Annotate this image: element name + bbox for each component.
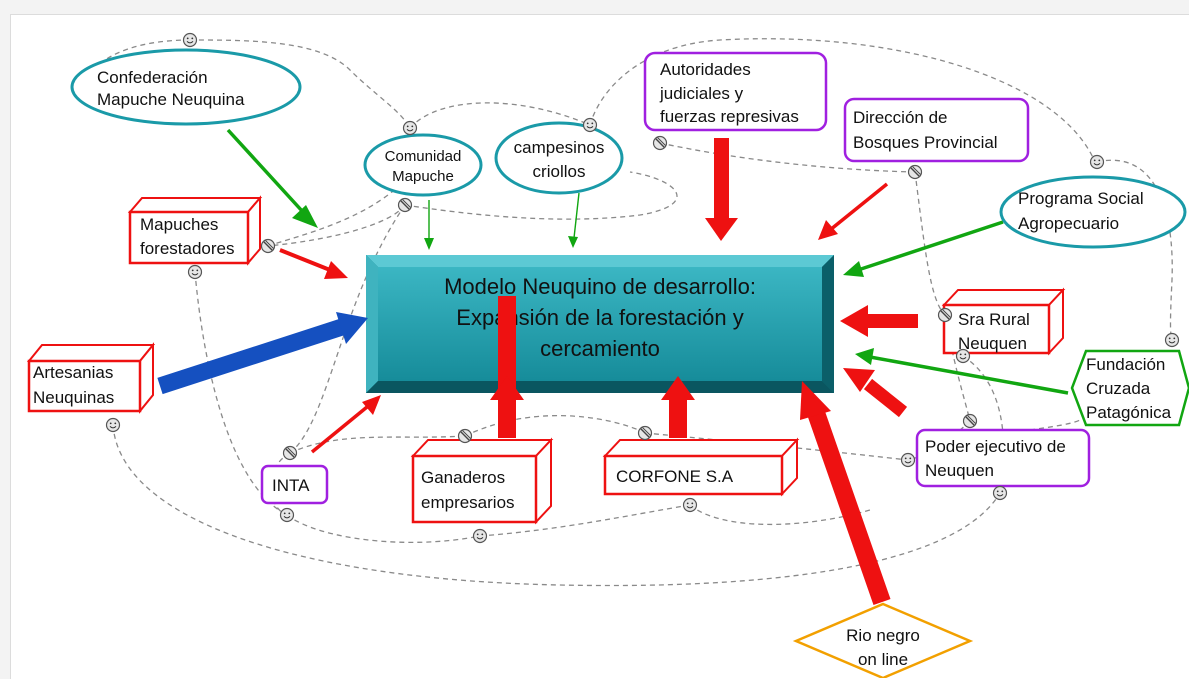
actor-corfone[interactable]: CORFONE S.A <box>602 437 800 497</box>
prohibited-icon <box>637 425 653 441</box>
actor-label-line: Cruzada <box>1086 379 1151 398</box>
actor-inta[interactable]: INTA <box>260 464 329 505</box>
actor-label-line: Autoridades <box>660 60 751 79</box>
actor-label-line: Neuquen <box>958 334 1027 353</box>
smiley-face-icon <box>402 120 418 136</box>
actor-rio-negro-online[interactable]: Rio negro on line <box>792 602 974 678</box>
prohibited-icon <box>937 307 953 323</box>
prohibited-icon <box>397 197 413 213</box>
central-title-line1: Modelo Neuquino de desarrollo: <box>444 274 756 299</box>
central-node: Modelo Neuquino de desarrollo: Expansión… <box>366 255 834 393</box>
actor-confederacion-mapuche[interactable]: Confederación Mapuche Neuquina <box>70 48 302 126</box>
actor-label-line: judiciales y <box>659 84 744 103</box>
smiley-face-icon <box>105 417 121 433</box>
actor-programa-social[interactable]: Programa Social Agropecuario <box>999 175 1187 249</box>
smiley-face-icon <box>682 497 698 513</box>
actor-label-line: campesinos <box>514 138 605 157</box>
prohibited-icon <box>907 164 923 180</box>
actor-label-line: Fundación <box>1086 355 1165 374</box>
actor-ganaderos-empresarios[interactable]: Ganaderos empresarios <box>410 437 554 525</box>
actor-poder-ejecutivo[interactable]: Poder ejecutivo de Neuquen <box>915 428 1091 488</box>
actor-label-line: Artesanias <box>33 363 113 382</box>
actor-label-line: Mapuches <box>140 215 218 234</box>
smiley-face-icon <box>992 485 1008 501</box>
prohibited-icon <box>260 238 276 254</box>
actor-label-line: Dirección de <box>853 108 948 127</box>
actor-artesanias-neuquinas[interactable]: Artesanias Neuquinas <box>26 342 156 414</box>
influence-arrows <box>157 128 1069 605</box>
actor-label-line: Agropecuario <box>1018 214 1119 233</box>
actor-label-line: INTA <box>272 476 310 495</box>
actor-label-line: fuerzas represivas <box>660 107 799 126</box>
actor-label-line: Comunidad <box>385 148 462 165</box>
smiley-face-icon <box>279 507 295 523</box>
actor-label-line: empresarios <box>421 493 515 512</box>
smiley-face-icon <box>1164 332 1180 348</box>
actor-mapuches-forestadores[interactable]: Mapuches forestadores <box>127 195 263 266</box>
prohibited-icon <box>457 428 473 444</box>
actor-label-line: Programa Social <box>1018 189 1144 208</box>
actor-autoridades-judiciales[interactable]: Autoridades judiciales y fuerzas represi… <box>643 51 828 132</box>
actor-comunidad-mapuche[interactable]: Comunidad Mapuche <box>363 133 483 197</box>
actor-label-line: Mapuche <box>392 168 454 185</box>
actor-label-line: Neuquinas <box>33 388 114 407</box>
actor-label-line: Neuquen <box>925 461 994 480</box>
actor-label-line: Patagónica <box>1086 403 1172 422</box>
smiley-face-icon <box>900 452 916 468</box>
actor-label-line: Poder ejecutivo de <box>925 437 1066 456</box>
actor-label-line: Ganaderos <box>421 468 505 487</box>
actor-direccion-bosques[interactable]: Dirección de Bosques Provincial <box>843 97 1030 163</box>
actor-label-line: forestadores <box>140 239 235 258</box>
actor-fundacion-cruzada[interactable]: Fundación Cruzada Patagónica <box>1070 349 1189 427</box>
central-title-line3: cercamiento <box>540 336 660 361</box>
smiley-face-icon <box>182 32 198 48</box>
actor-label-line: Confederación <box>97 68 208 87</box>
actor-label-line: CORFONE S.A <box>616 467 734 486</box>
prohibited-icon <box>282 445 298 461</box>
actor-label-line: Rio negro <box>846 626 920 645</box>
actor-label-line: Mapuche Neuquina <box>97 90 245 109</box>
actor-label-line: Sra Rural <box>958 310 1030 329</box>
actor-campesinos-criollos[interactable]: campesinos criollos <box>494 121 624 195</box>
prohibited-icon <box>962 413 978 429</box>
prohibited-icon <box>652 135 668 151</box>
actor-sra-rural[interactable]: Sra Rural Neuquen <box>941 287 1066 356</box>
smiley-face-icon <box>187 264 203 280</box>
smiley-face-icon <box>955 348 971 364</box>
actor-label-line: criollos <box>533 162 586 181</box>
smiley-face-icon <box>582 117 598 133</box>
actor-label-line: on line <box>858 650 908 669</box>
smiley-face-icon <box>472 528 488 544</box>
smiley-face-icon <box>1089 154 1105 170</box>
actor-label-line: Bosques Provincial <box>853 133 998 152</box>
